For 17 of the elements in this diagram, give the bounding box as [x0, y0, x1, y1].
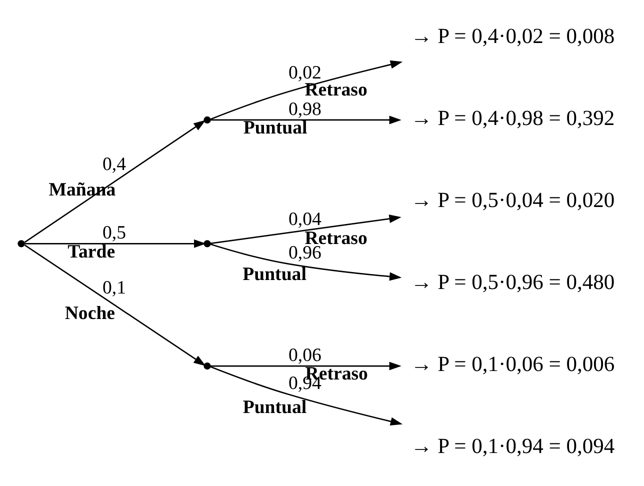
label: Noche	[64, 302, 116, 324]
edge-label: 0,5	[102, 222, 126, 244]
edge-label: 0,1	[102, 278, 126, 299]
node-text: → P = 0,5·0,96 = 0,480	[410, 270, 615, 294]
edge-label: 0,4	[102, 154, 126, 175]
node-text: → P = 0,1·0,06 = 0,006	[410, 352, 615, 376]
edge-label: 0,98	[288, 98, 322, 120]
edge-label: 0,04	[288, 209, 322, 230]
node-text: → P = 0,1·0,94 = 0,094	[410, 434, 615, 458]
label: Puntual	[242, 264, 306, 286]
edge-label: 0,06	[288, 344, 322, 366]
node-text: → P = 0,4·0,98 = 0,392	[410, 106, 615, 130]
label: Tarde	[68, 241, 116, 262]
label: Puntual	[242, 396, 307, 418]
node-text: → P = 0,5·0,04 = 0,020	[410, 188, 615, 212]
node-text: → P = 0,4·0,02 = 0,008	[410, 24, 615, 48]
label: Puntual	[243, 118, 308, 139]
